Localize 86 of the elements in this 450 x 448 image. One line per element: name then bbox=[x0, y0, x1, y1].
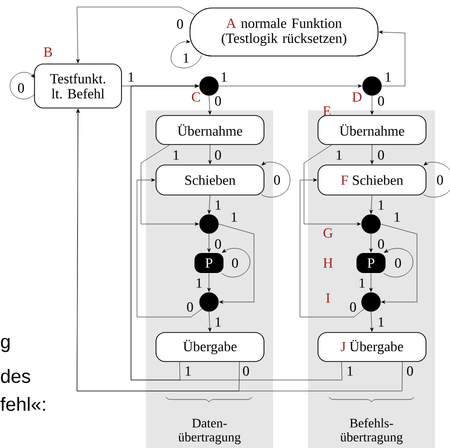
pause-box: P bbox=[356, 253, 386, 273]
junction-dot bbox=[361, 292, 381, 312]
edge-label: 0 bbox=[187, 302, 193, 312]
arrow bbox=[222, 248, 250, 278]
state-box: Übernahme bbox=[156, 115, 264, 145]
edge-label: 1 bbox=[222, 72, 227, 82]
arrow bbox=[10, 72, 36, 100]
arrow bbox=[208, 312, 212, 332]
state-box: Übernahme bbox=[318, 115, 426, 145]
cut-off-text: fehl«: bbox=[0, 397, 45, 411]
state-letter: I bbox=[326, 293, 330, 303]
edge-label: 0 bbox=[18, 83, 24, 93]
state-letter: B bbox=[44, 47, 52, 57]
junction-dot bbox=[362, 76, 382, 96]
state-box: Schieben bbox=[156, 164, 264, 196]
edge-label: 1 bbox=[184, 53, 189, 63]
edge-label: 1 bbox=[216, 200, 221, 210]
arrow bbox=[423, 162, 450, 198]
edge-label: 1 bbox=[378, 317, 384, 327]
edge-label: 1 bbox=[378, 200, 384, 210]
junction-dot bbox=[199, 214, 219, 234]
arrow bbox=[384, 248, 414, 278]
edge-label: 1 bbox=[336, 150, 342, 160]
arrow bbox=[370, 96, 374, 115]
arrow bbox=[140, 144, 199, 226]
arrow bbox=[130, 84, 342, 380]
edge-label: 1 bbox=[216, 317, 221, 327]
arrow bbox=[76, 6, 195, 64]
edge-label: 1 bbox=[386, 72, 391, 82]
edge-label: 0 bbox=[215, 150, 221, 160]
state-letter: C bbox=[192, 92, 200, 102]
arrow bbox=[261, 161, 290, 198]
arrow bbox=[208, 195, 211, 214]
arrow bbox=[369, 234, 373, 252]
arrow bbox=[208, 144, 212, 164]
arrow bbox=[370, 312, 374, 332]
edge-label: 1 bbox=[232, 212, 237, 222]
state-box: J Übergabe bbox=[318, 332, 426, 362]
arrow bbox=[369, 273, 373, 292]
arrow bbox=[370, 195, 373, 214]
arrow bbox=[218, 224, 254, 304]
edge-label: 1 bbox=[174, 150, 179, 160]
state-box: F Schieben bbox=[318, 164, 426, 196]
edge-label: 1 bbox=[394, 212, 400, 222]
state-letter: H bbox=[323, 258, 333, 268]
cut-off-text: g bbox=[1, 338, 10, 352]
edge-label: 1 bbox=[348, 366, 353, 376]
arrow bbox=[378, 30, 406, 86]
edge-label: 0 bbox=[378, 239, 384, 249]
state-box: A normale Funktion (Testlogik rücksetzen) bbox=[190, 8, 378, 56]
edge-label: 0 bbox=[407, 366, 413, 376]
arrow bbox=[76, 108, 403, 392]
edge-label: 1 bbox=[360, 278, 365, 288]
arrow bbox=[370, 144, 374, 164]
edge-label: 1 bbox=[196, 278, 202, 288]
edge-label: 0 bbox=[274, 175, 280, 185]
state-letter: D bbox=[352, 92, 362, 102]
arrow bbox=[170, 40, 202, 68]
arrow bbox=[380, 224, 418, 304]
edge-label: 0 bbox=[232, 258, 238, 268]
junction-dot bbox=[199, 76, 219, 96]
edge-label: 0 bbox=[215, 96, 221, 106]
arrow bbox=[136, 178, 202, 318]
pause-box: P bbox=[194, 253, 224, 273]
edge-label: 0 bbox=[177, 19, 183, 29]
state-letter: G bbox=[324, 228, 333, 238]
arrow bbox=[218, 84, 362, 88]
edge-label: 0 bbox=[378, 150, 384, 160]
edge-label: 0 bbox=[243, 366, 249, 376]
edge-label: 0 bbox=[350, 302, 356, 312]
state-box: Übergabe bbox=[156, 332, 264, 362]
state-box: Testfunkt. lt. Befehl bbox=[34, 64, 122, 108]
edge-label: 0 bbox=[378, 96, 384, 106]
arrow bbox=[207, 273, 211, 292]
edge-label: 1 bbox=[186, 366, 191, 376]
junction-dot bbox=[361, 214, 381, 234]
arrow bbox=[300, 178, 364, 318]
edge-label: 0 bbox=[395, 258, 401, 268]
arrow bbox=[207, 234, 211, 252]
arrow bbox=[208, 96, 212, 115]
junction-dot bbox=[199, 292, 219, 312]
edge-label: 0 bbox=[437, 175, 443, 185]
edge-label: 1 bbox=[128, 72, 134, 82]
arrow bbox=[304, 144, 361, 226]
cut-off-text: des bbox=[1, 369, 30, 383]
edge-label: 0 bbox=[215, 239, 221, 249]
